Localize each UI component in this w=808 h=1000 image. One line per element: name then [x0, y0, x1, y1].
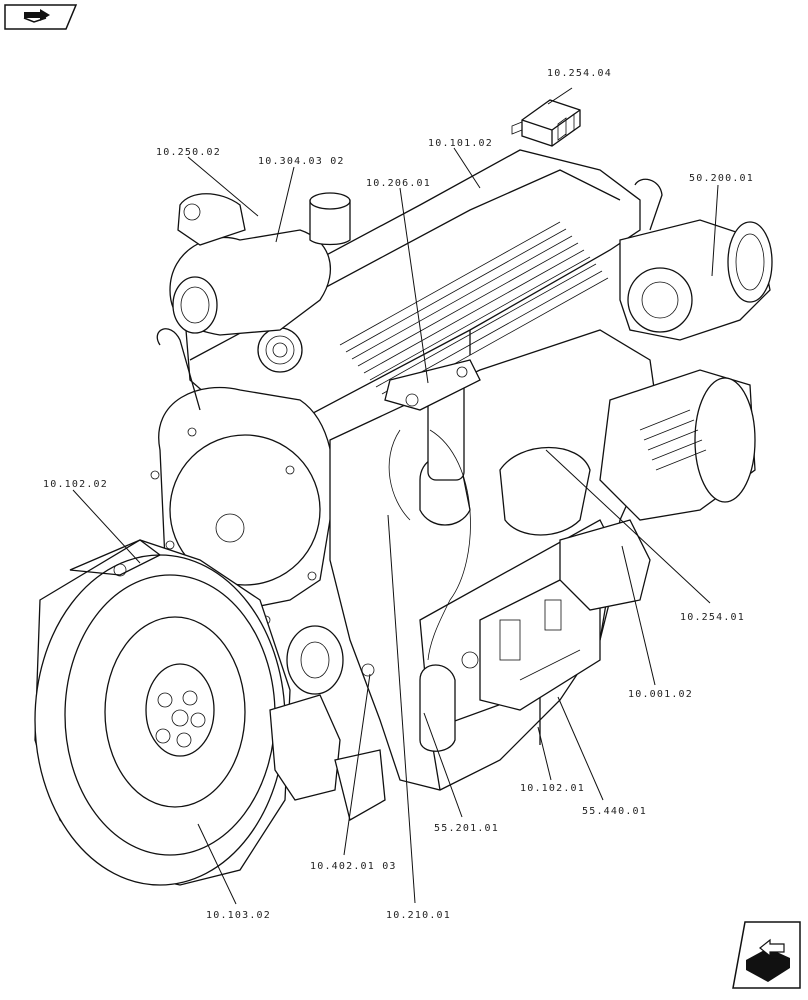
- callout-leaders: [72, 87, 719, 905]
- callout-50-200-01[interactable]: 50.200.01: [689, 173, 754, 184]
- callout-55-440-01[interactable]: 55.440.01: [582, 806, 647, 817]
- callout-10-254-04[interactable]: 10.254.04: [547, 68, 612, 79]
- callout-10-101-02[interactable]: 10.101.02: [428, 138, 493, 149]
- callout-10-001-02[interactable]: 10.001.02: [628, 689, 693, 700]
- callout-10-402-01-03[interactable]: 10.402.01 03: [310, 861, 397, 872]
- ecu-module: [479, 519, 651, 711]
- callout-10-304-03-02[interactable]: 10.304.03 02: [258, 156, 345, 167]
- callout-10-254-01[interactable]: 10.254.01: [680, 612, 745, 623]
- book-open-icon[interactable]: [4, 4, 78, 30]
- callout-10-103-02[interactable]: 10.103.02: [206, 910, 271, 921]
- callout-10-250-02[interactable]: 10.250.02: [156, 147, 221, 158]
- relay-part: [511, 99, 581, 147]
- book-closed-icon[interactable]: [732, 921, 801, 989]
- callout-10-102-02[interactable]: 10.102.02: [43, 479, 108, 490]
- turbocharger: [169, 192, 351, 336]
- flywheel: [34, 539, 291, 886]
- air-compressor: [619, 178, 773, 341]
- callout-55-201-01[interactable]: 55.201.01: [434, 823, 499, 834]
- callout-10-206-01[interactable]: 10.206.01: [366, 178, 431, 189]
- lower-components: [269, 625, 479, 821]
- alternator: [599, 369, 756, 521]
- callout-labels: 10.254.04 10.250.02 10.304.03 02 10.101.…: [43, 68, 754, 921]
- engine-illustration: [34, 99, 773, 886]
- callout-10-102-01[interactable]: 10.102.01: [520, 783, 585, 794]
- callout-10-210-01[interactable]: 10.210.01: [386, 910, 451, 921]
- fuel-filter: [384, 359, 481, 661]
